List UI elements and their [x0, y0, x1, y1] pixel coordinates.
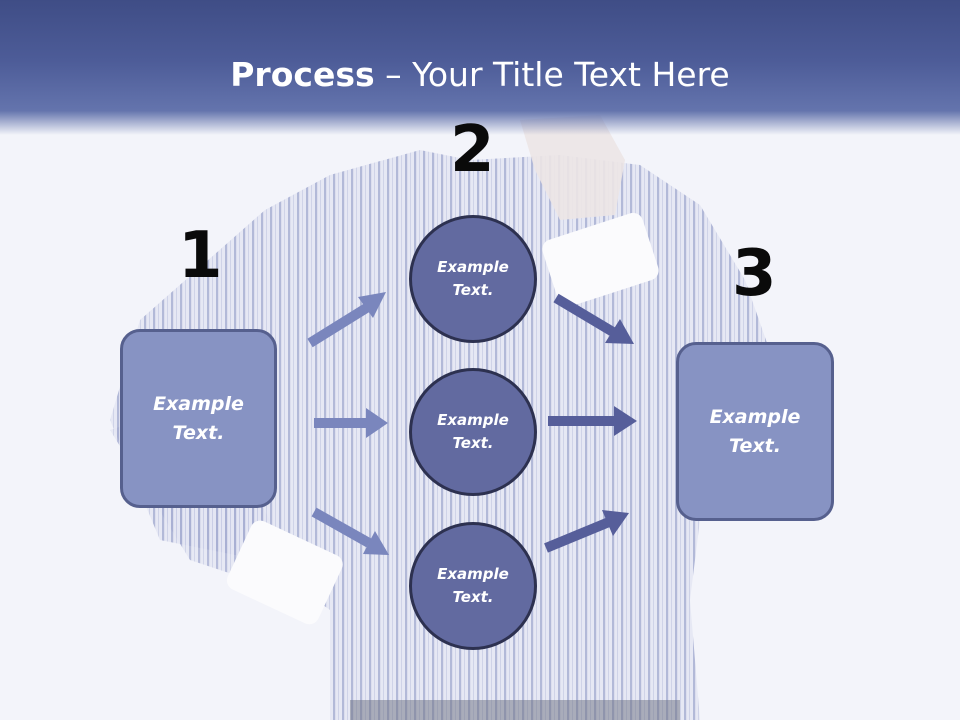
- arrow-top-to-right: [553, 293, 634, 344]
- circle-bottom-line2: Text.: [452, 588, 494, 606]
- left-box-line1: Example: [153, 392, 244, 415]
- circle-middle-line1: Example: [437, 411, 509, 429]
- left-box-line2: Text.: [172, 421, 225, 444]
- step-number-1: 1: [178, 219, 223, 293]
- circle-bottom-line1: Example: [437, 565, 509, 583]
- circle-top-line2: Text.: [452, 281, 494, 299]
- circle-top-line1: Example: [437, 258, 509, 276]
- arrow-left-to-bottom: [311, 507, 389, 555]
- right-box-line2: Text.: [729, 434, 781, 457]
- arrow-left-to-middle: [314, 408, 388, 438]
- header-band: [0, 0, 960, 135]
- title-rest: – Your Title Text Here: [374, 55, 730, 94]
- arrow-middle-to-right: [548, 406, 637, 436]
- circle-middle-line2: Text.: [452, 434, 494, 452]
- step-number-2: 2: [450, 113, 495, 187]
- arrow-left-to-top: [307, 292, 386, 348]
- arrow-bottom-to-right: [544, 510, 629, 553]
- step-number-3: 3: [732, 237, 777, 311]
- title-bold: Process: [230, 55, 375, 94]
- page-title: Process – Your Title Text Here: [0, 54, 960, 96]
- right-box-line1: Example: [709, 405, 801, 428]
